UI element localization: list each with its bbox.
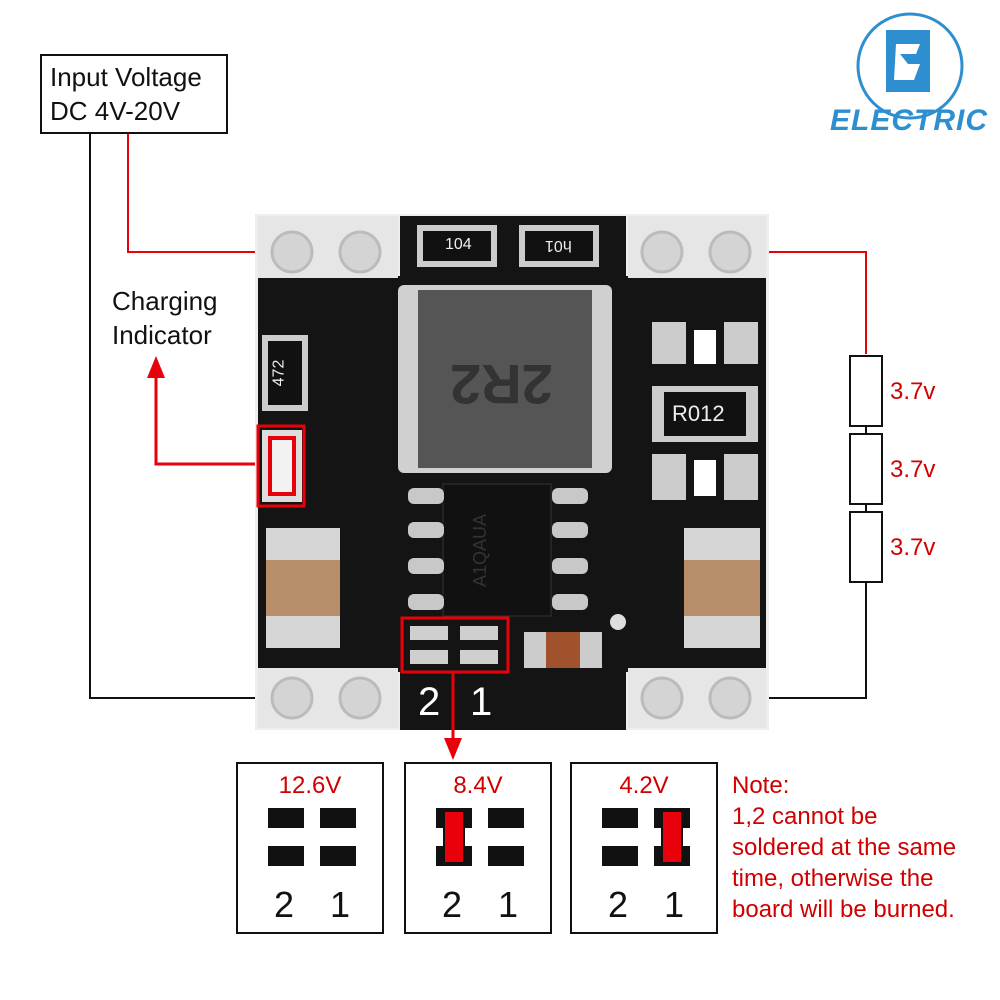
jumper-solder-1 <box>661 810 683 864</box>
cell-voltage-3: 3.7v <box>890 534 936 561</box>
battery-negative-wire <box>760 580 867 699</box>
input-voltage-box: Input Voltage DC 4V-20V <box>40 54 228 134</box>
inductor-label: 2R2 <box>450 353 553 416</box>
config-8v4: 8.4V 2 1 <box>404 762 552 934</box>
config-voltage: 12.6V <box>278 772 342 799</box>
battery-positive-wire <box>760 251 867 354</box>
indicator-line-1: Charging <box>112 286 218 316</box>
indicator-arrow-line <box>154 375 258 466</box>
config-pin-1: 1 <box>664 884 685 925</box>
jumper-arrowhead <box>444 738 462 760</box>
logo-text: ELECTRIC <box>830 104 988 137</box>
note-line: board will be burned. <box>732 896 955 923</box>
resistor-472-label: 472 <box>270 359 288 387</box>
cell-voltage-1: 3.7v <box>890 378 936 405</box>
input-negative-wire <box>89 134 275 699</box>
config-12v6: 12.6V 2 1 <box>236 762 384 934</box>
sense-resistor-label: R012 <box>672 401 725 426</box>
config-pin-1: 1 <box>498 884 519 925</box>
config-pin-2: 2 <box>442 884 463 925</box>
resistor-h01-label: h01 <box>545 237 572 254</box>
config-voltage: 8.4V <box>453 772 503 799</box>
pcb-holes <box>270 230 752 720</box>
note-line: 1,2 cannot be <box>732 803 878 830</box>
note-line: time, otherwise the <box>732 865 934 892</box>
pcb-pad-label-1: 1 <box>470 680 493 724</box>
warning-note: Note: 1,2 cannot be soldered at the same… <box>732 770 956 925</box>
pcb-board <box>255 214 769 730</box>
battery-cells <box>849 355 883 583</box>
jumper-solder-2 <box>443 810 465 864</box>
config-pin-1: 1 <box>330 884 351 925</box>
cell-voltage-2: 3.7v <box>890 456 936 483</box>
input-voltage-range: DC 4V-20V <box>50 96 181 126</box>
config-voltage: 4.2V <box>619 772 669 799</box>
config-pin-2: 2 <box>274 884 295 925</box>
input-voltage-title: Input Voltage <box>50 62 202 92</box>
config-pin-2: 2 <box>608 884 629 925</box>
note-line: soldered at the same <box>732 834 957 861</box>
pcb-pad-label-2: 2 <box>418 680 441 724</box>
resistor-104-label: 104 <box>445 236 472 253</box>
ic-label: A1QAUA <box>470 513 491 588</box>
input-positive-wire <box>127 134 270 253</box>
logo-emblem <box>856 12 964 120</box>
charging-indicator-label: Charging Indicator <box>112 284 218 352</box>
config-4v2: 4.2V 2 1 <box>570 762 718 934</box>
note-title: Note: <box>732 772 790 799</box>
indicator-line-2: Indicator <box>112 320 212 350</box>
indicator-arrowhead <box>147 356 165 378</box>
